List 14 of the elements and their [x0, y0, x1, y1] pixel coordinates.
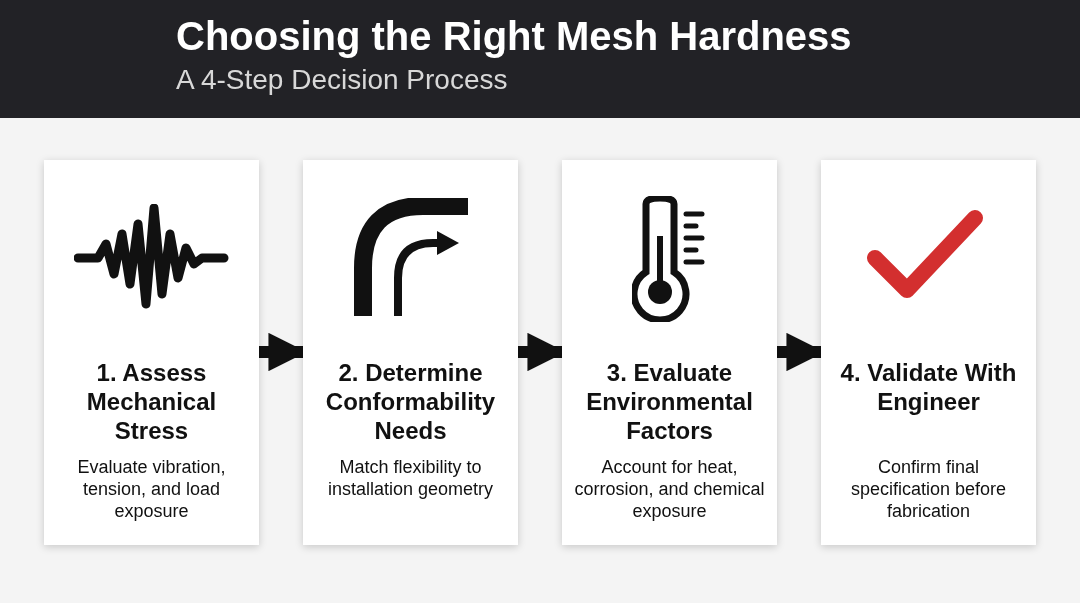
- step-description: Match flexibility to installation geometry: [326, 456, 495, 500]
- step-title: 2. Determine Conformability Needs: [324, 358, 497, 445]
- step-description: Account for heat, corrosion, and chemical exposure: [573, 456, 766, 522]
- title: Choosing the Right Mesh Hardness: [176, 14, 852, 59]
- subtitle: A 4-Step Decision Process: [176, 64, 508, 96]
- step-title: 3. Evaluate Environmental Factors: [585, 358, 754, 445]
- step-card: [303, 160, 518, 545]
- step-card: [44, 160, 259, 545]
- step-title: 1. Assess Mechanical Stress: [85, 358, 218, 445]
- step-description: Evaluate vibration, tension, and load exposure: [76, 456, 227, 522]
- step-card: [821, 160, 1036, 545]
- step-title: 4. Validate With Engineer: [839, 358, 1018, 416]
- step-card: [562, 160, 777, 545]
- step-description: Confirm final specification before fabrication: [849, 456, 1008, 522]
